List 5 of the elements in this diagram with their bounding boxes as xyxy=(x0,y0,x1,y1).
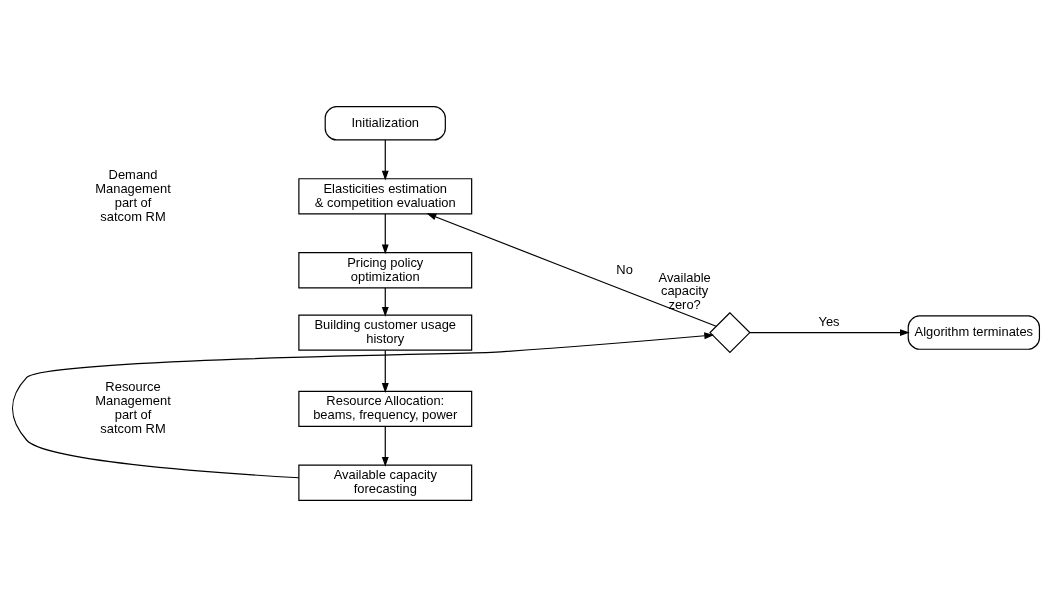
label: Resource Management part of satcom RM xyxy=(95,379,171,437)
edge-label: No xyxy=(616,261,633,277)
label: Demand Management part of satcom RM xyxy=(95,166,171,224)
node-label: Available capacity zero? xyxy=(658,269,711,313)
edge-label: Yes xyxy=(818,314,840,330)
